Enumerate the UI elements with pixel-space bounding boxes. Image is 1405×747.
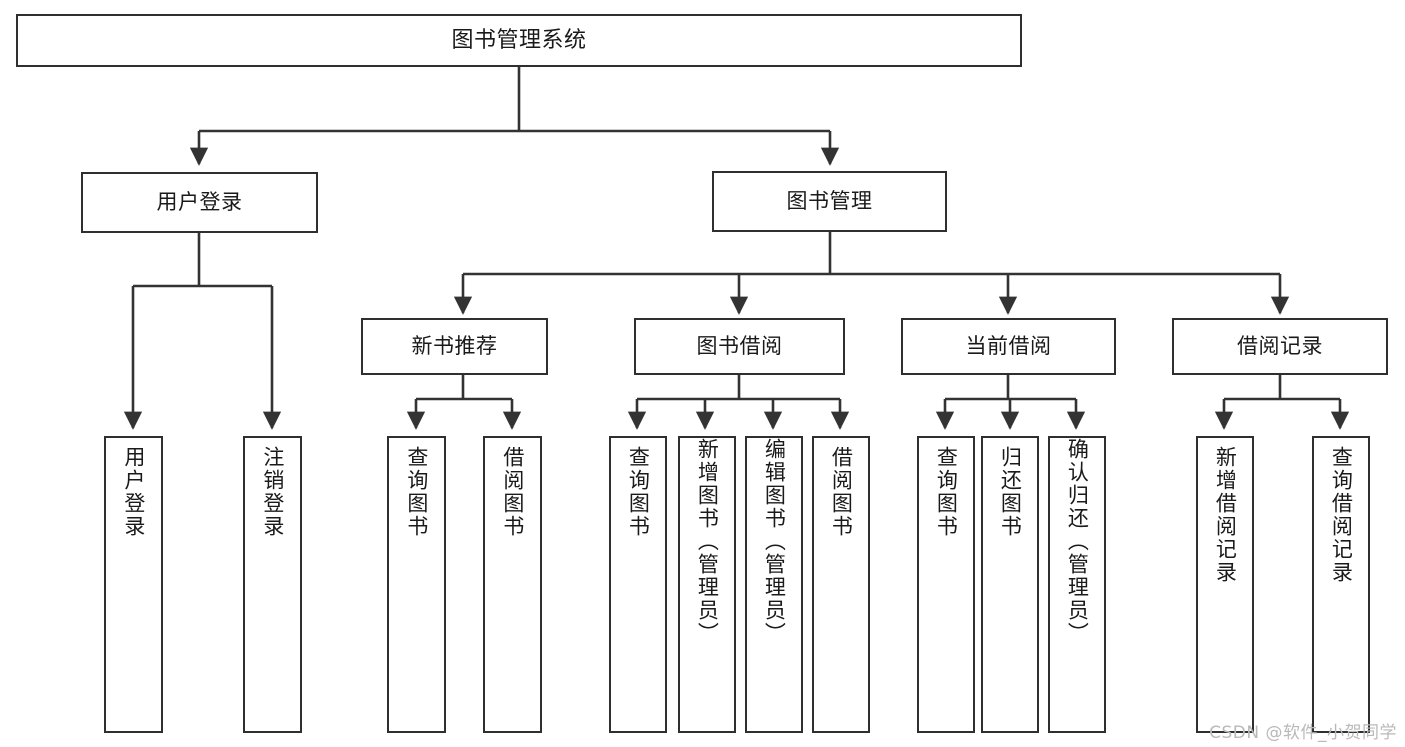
node-label: 查询图书 <box>404 446 429 538</box>
node-label: 用户登录 <box>121 446 146 538</box>
node-leaf-borrow-book-2[interactable]: 借阅图书 <box>812 436 870 733</box>
node-leaf-borrow-book-1[interactable]: 借阅图书 <box>483 436 542 733</box>
node-label: 图书管理系统 <box>451 27 587 53</box>
node-leaf-add-record[interactable]: 新增借阅记录 <box>1196 436 1254 733</box>
node-leaf-edit-book[interactable]: 编辑图书（管理员） <box>745 436 803 733</box>
node-label: 查询图书 <box>934 446 959 538</box>
node-root-system[interactable]: 图书管理系统 <box>16 14 1022 67</box>
node-leaf-query-book-1[interactable]: 查询图书 <box>387 436 446 733</box>
node-new-book-recommend[interactable]: 新书推荐 <box>361 318 548 375</box>
node-current-borrow[interactable]: 当前借阅 <box>901 318 1116 375</box>
node-label: 新增图书（管理员） <box>695 438 720 645</box>
node-book-management[interactable]: 图书管理 <box>712 171 947 232</box>
node-label: 查询借阅记录 <box>1329 446 1354 584</box>
watermark-text: CSDN @软件_小贺同学 <box>1209 723 1397 743</box>
node-label: 注销登录 <box>260 446 285 538</box>
node-label: 图书管理 <box>786 189 873 214</box>
node-label: 查询图书 <box>626 446 651 538</box>
node-leaf-user-login[interactable]: 用户登录 <box>104 436 163 733</box>
node-label: 当前借阅 <box>965 334 1052 359</box>
node-label: 编辑图书（管理员） <box>762 438 787 645</box>
node-label: 图书借阅 <box>696 334 783 359</box>
node-label: 新书推荐 <box>411 334 498 359</box>
node-leaf-add-book[interactable]: 新增图书（管理员） <box>678 436 736 733</box>
node-leaf-confirm-return[interactable]: 确认归还（管理员） <box>1048 436 1106 733</box>
node-label: 新增借阅记录 <box>1213 446 1238 584</box>
node-label: 借阅图书 <box>829 446 854 538</box>
node-borrow-record[interactable]: 借阅记录 <box>1172 318 1388 375</box>
node-book-borrow[interactable]: 图书借阅 <box>634 318 845 375</box>
node-leaf-query-record[interactable]: 查询借阅记录 <box>1312 436 1370 733</box>
node-user-login[interactable]: 用户登录 <box>81 172 318 233</box>
node-label: 借阅记录 <box>1237 334 1323 359</box>
node-label: 确认归还（管理员） <box>1065 438 1090 645</box>
node-label: 归还图书 <box>998 446 1023 538</box>
node-leaf-logout-login[interactable]: 注销登录 <box>243 436 302 733</box>
node-leaf-query-book-3[interactable]: 查询图书 <box>917 436 975 733</box>
node-label: 用户登录 <box>156 190 243 215</box>
node-leaf-return-book[interactable]: 归还图书 <box>981 436 1039 733</box>
node-leaf-query-book-2[interactable]: 查询图书 <box>609 436 667 733</box>
node-label: 借阅图书 <box>500 446 525 538</box>
